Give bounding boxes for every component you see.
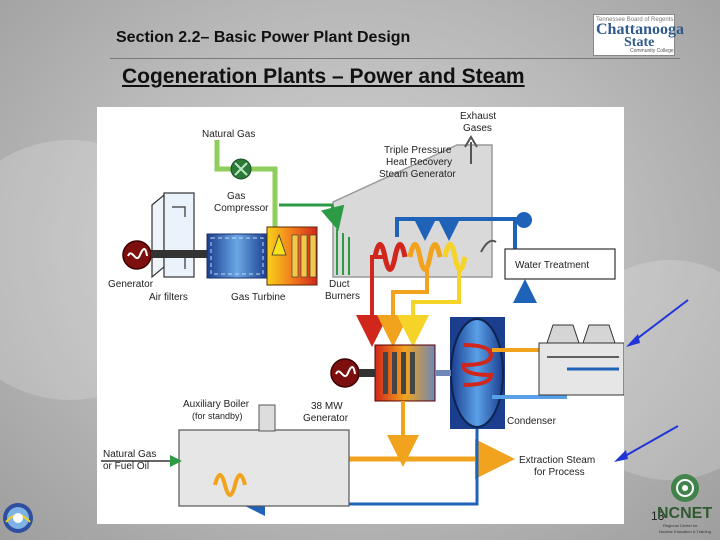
cogeneration-diagram: Natural Gas Gas Compressor Exhaust Gases… bbox=[97, 107, 624, 524]
page-number: 13 bbox=[651, 509, 665, 523]
label-aux-boiler-2: (for standby) bbox=[192, 411, 243, 421]
label-gas-compressor-1: Gas bbox=[227, 191, 245, 202]
natural-gas-line bbox=[214, 140, 278, 229]
pointer-arrows bbox=[614, 299, 689, 462]
air-filter-box bbox=[163, 192, 195, 278]
label-aux-boiler-1: Auxiliary Boiler bbox=[183, 399, 250, 410]
boiler-stack bbox=[258, 404, 276, 432]
label-extraction-2: for Process bbox=[534, 467, 585, 478]
logo-line1: Chattanooga bbox=[596, 21, 685, 38]
hp-steam-line bbox=[356, 255, 388, 347]
label-generator: Generator bbox=[108, 279, 154, 290]
label-duct-burners-1: Duct bbox=[329, 279, 350, 290]
label-condenser: Condenser bbox=[507, 416, 557, 427]
ip-steam-line bbox=[377, 267, 429, 347]
pointer-arrow-cooling-tower bbox=[629, 299, 689, 345]
exhaust-arrow-icon bbox=[464, 135, 478, 164]
label-fuel-2: or Fuel Oil bbox=[103, 461, 149, 472]
label-natural-gas: Natural Gas bbox=[202, 129, 255, 140]
auxiliary-boiler bbox=[178, 429, 350, 507]
hp-coil bbox=[372, 242, 408, 272]
feed-pump-icon bbox=[516, 212, 532, 228]
logo-line2: State bbox=[624, 35, 655, 50]
logo-small-top: Tennessee Board of Regents bbox=[596, 17, 674, 23]
label-fuel-1: Natural Gas bbox=[103, 449, 156, 460]
label-gas-compressor-2: Compressor bbox=[214, 203, 269, 214]
header-divider bbox=[110, 58, 680, 59]
label-air-filters: Air filters bbox=[149, 292, 188, 303]
nsf-logo bbox=[3, 503, 33, 533]
pointer-arrow-extraction bbox=[617, 425, 679, 461]
label-38mw-2: Generator bbox=[303, 413, 349, 424]
gas-compressor-cross bbox=[234, 162, 248, 176]
logo-small-bottom: Community College bbox=[630, 48, 674, 54]
label-hrsg-1: Triple Pressure bbox=[384, 145, 452, 156]
label-extraction-1: Extraction Steam bbox=[519, 455, 595, 466]
label-hrsg-3: Steam Generator bbox=[379, 169, 456, 180]
water-treatment-box bbox=[504, 248, 616, 280]
generator-shaft bbox=[151, 250, 211, 258]
chattanooga-state-logo: Tennessee Board of Regents Chattanooga S… bbox=[593, 14, 684, 56]
ncnet-text: NCNET bbox=[657, 505, 712, 522]
ncnet-sub2: Nuclear Education & Training bbox=[659, 529, 711, 534]
label-38mw-1: 38 MW bbox=[311, 401, 343, 412]
gas-turbine bbox=[206, 233, 268, 279]
label-exhaust-1: Exhaust bbox=[460, 111, 496, 122]
label-hrsg-2: Heat Recovery bbox=[386, 157, 452, 168]
label-gas-turbine: Gas Turbine bbox=[231, 292, 286, 303]
slide-title: Cogeneration Plants – Power and Steam bbox=[122, 65, 525, 88]
lp-steam-line bbox=[397, 267, 461, 347]
compressed-gas-line bbox=[279, 203, 345, 231]
label-water-treatment: Water Treatment bbox=[515, 260, 589, 271]
lp-coil bbox=[442, 242, 468, 272]
ncnet-sub1: Regional Center for bbox=[663, 523, 698, 528]
label-exhaust-2: Gases bbox=[463, 123, 492, 134]
section-title: Section 2.2– Basic Power Plant Design bbox=[116, 29, 411, 46]
air-intake bbox=[151, 193, 165, 279]
label-duct-burners-2: Burners bbox=[325, 291, 360, 302]
ncnet-logo: NCNET Regional Center for Nuclear Educat… bbox=[657, 474, 712, 534]
